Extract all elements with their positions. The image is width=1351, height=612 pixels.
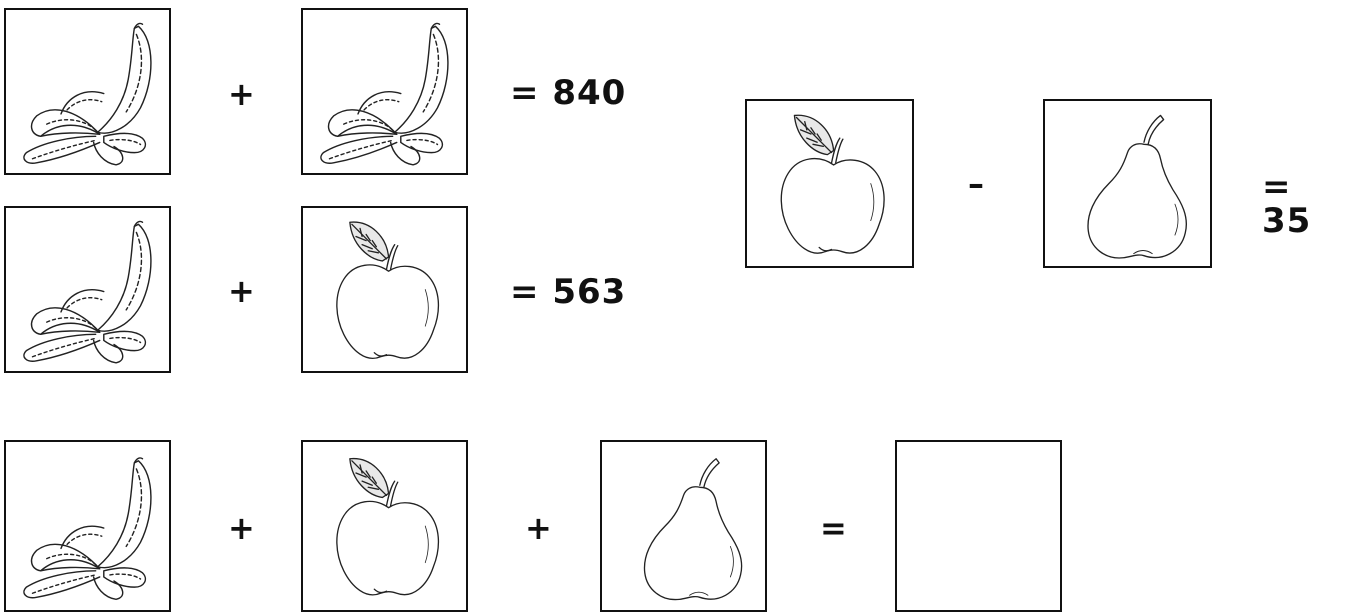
banana-icon	[303, 10, 466, 173]
fruit-box-banana	[4, 440, 171, 612]
pear-icon	[1045, 101, 1210, 266]
plus-operator: +	[525, 512, 552, 544]
plus-operator: +	[228, 275, 255, 307]
plus-operator: +	[228, 78, 255, 110]
equals-operator: =	[820, 512, 847, 544]
equation-result: = 35	[1262, 170, 1351, 238]
banana-icon	[6, 10, 169, 173]
banana-icon	[6, 208, 169, 371]
fruit-box-banana	[301, 8, 468, 175]
equation-result: = 563	[510, 275, 626, 309]
fruit-box-apple	[301, 440, 468, 612]
fruit-box-banana	[4, 8, 171, 175]
plus-operator: +	[228, 512, 255, 544]
equation-result: = 840	[510, 76, 626, 110]
fruit-box-apple	[301, 206, 468, 373]
banana-icon	[6, 442, 169, 610]
fruit-box-pear	[600, 440, 767, 612]
pear-icon	[602, 442, 765, 610]
answer-box[interactable]	[895, 440, 1062, 612]
fruit-box-banana	[4, 206, 171, 373]
fruit-box-apple	[745, 99, 914, 268]
apple-icon	[747, 101, 912, 266]
fruit-box-pear	[1043, 99, 1212, 268]
apple-icon	[303, 208, 466, 371]
minus-operator: –	[968, 168, 984, 200]
apple-icon	[303, 442, 466, 610]
